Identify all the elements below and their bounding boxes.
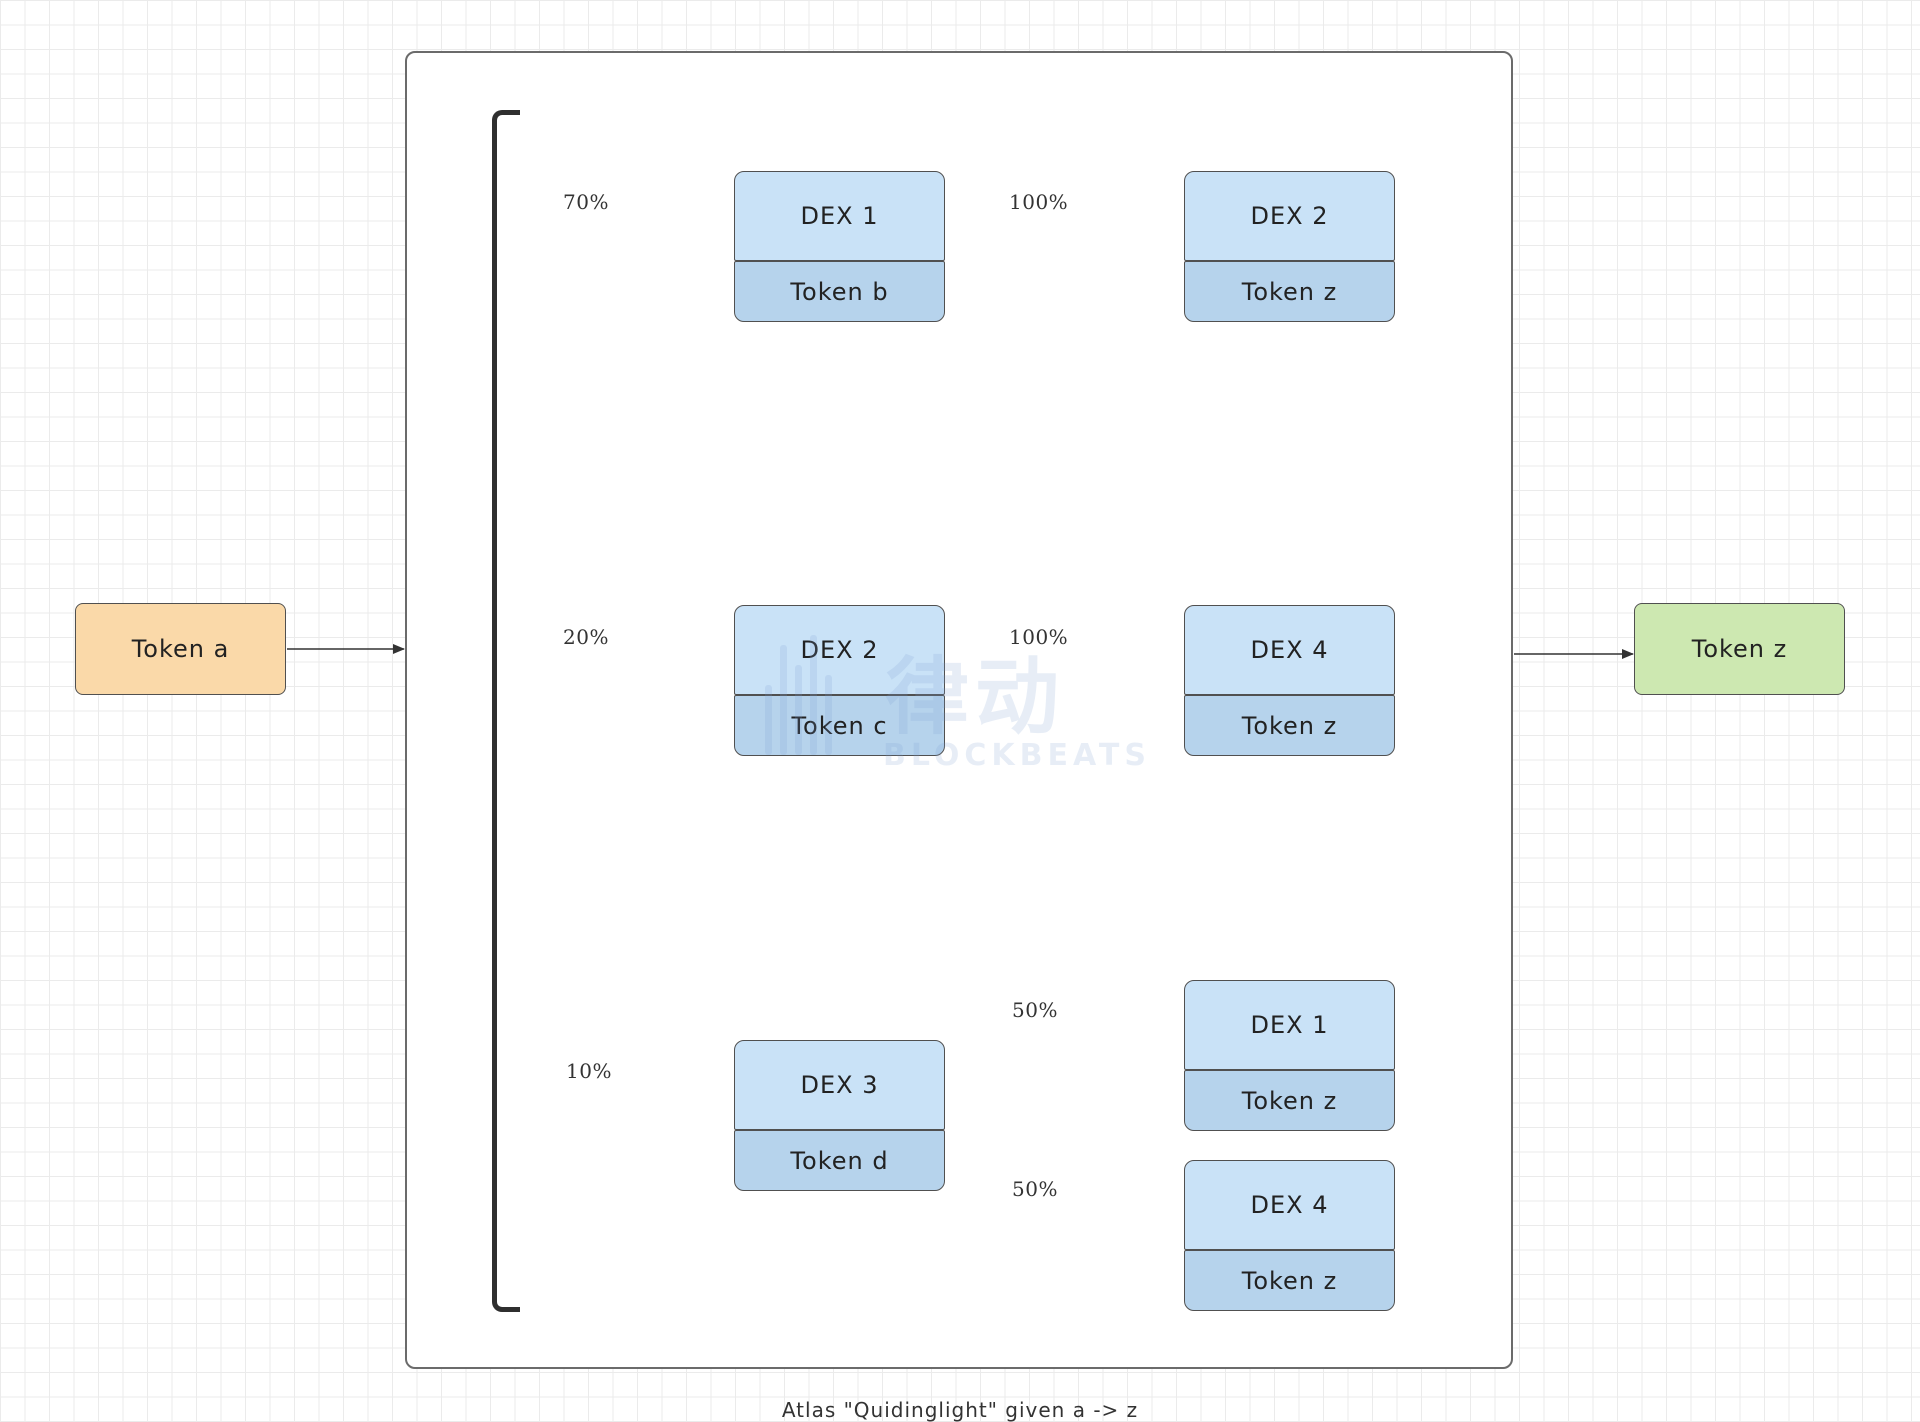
route-1-token-node[interactable]: Token b <box>734 261 945 322</box>
route-2-hop-1-dex-node[interactable]: DEX 4 <box>1184 605 1395 695</box>
route-1-dex-node[interactable]: DEX 1 <box>734 171 945 261</box>
route-1-hop-1-dex-node[interactable]: DEX 2 <box>1184 171 1395 261</box>
route-3-dex-node[interactable]: DEX 3 <box>734 1040 945 1130</box>
route-3-hop-1-split-label: 50% <box>1012 998 1058 1022</box>
route-2-hop-1-token-node[interactable]: Token z <box>1184 695 1395 756</box>
route-3-token-node[interactable]: Token d <box>734 1130 945 1191</box>
figure-caption: Atlas "Quidinglight" given a -> z <box>781 1398 1139 1422</box>
source-token-node[interactable]: Token a <box>75 603 286 695</box>
route-3-hop-1-dex-node[interactable]: DEX 1 <box>1184 980 1395 1070</box>
route-bracket <box>492 110 520 1312</box>
route-2-hop-1-split-label: 100% <box>1009 625 1069 649</box>
route-1-hop-1-split-label: 100% <box>1009 190 1069 214</box>
route-3-hop-1-token-node[interactable]: Token z <box>1184 1070 1395 1131</box>
route-2-split-label: 20% <box>563 625 609 649</box>
route-1-hop-1-token-node[interactable]: Token z <box>1184 261 1395 322</box>
route-3-hop-2-token-node[interactable]: Token z <box>1184 1250 1395 1311</box>
route-2-dex-node[interactable]: DEX 2 <box>734 605 945 695</box>
route-3-split-label: 10% <box>566 1059 612 1083</box>
route-3-hop-2-split-label: 50% <box>1012 1177 1058 1201</box>
target-token-node[interactable]: Token z <box>1634 603 1845 695</box>
route-3-hop-2-dex-node[interactable]: DEX 4 <box>1184 1160 1395 1250</box>
route-1-split-label: 70% <box>563 190 609 214</box>
route-2-token-node[interactable]: Token c <box>734 695 945 756</box>
